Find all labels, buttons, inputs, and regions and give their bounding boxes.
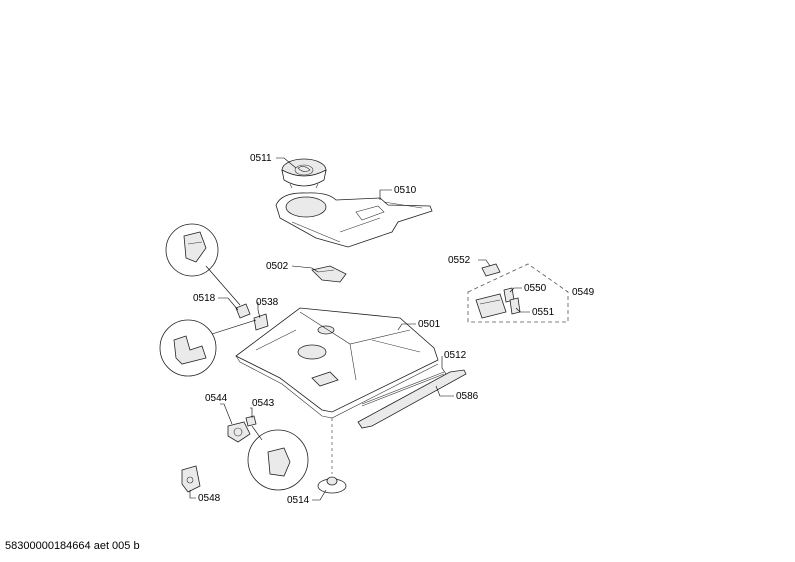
document-id: 58300000184664 aet 005 b xyxy=(5,540,140,552)
motor-part[interactable] xyxy=(227,415,257,443)
rail-part[interactable] xyxy=(357,369,467,429)
part-label-0549: 0549 xyxy=(572,287,595,298)
detail-circle-left xyxy=(159,319,257,377)
bottom-panel-part[interactable] xyxy=(235,307,439,419)
part-label-0501: 0501 xyxy=(418,319,441,330)
small-bracket-part[interactable] xyxy=(311,265,347,283)
part-label-0510: 0510 xyxy=(394,185,417,196)
detail-circle-top xyxy=(165,223,241,306)
leader-lines xyxy=(189,157,530,501)
foot-disc-part[interactable] xyxy=(317,476,347,494)
part-label-0514: 0514 xyxy=(287,495,310,506)
sensor-group[interactable] xyxy=(467,263,569,323)
part-label-0543: 0543 xyxy=(252,398,275,409)
part-label-0538: 0538 xyxy=(256,297,279,308)
part-label-0502: 0502 xyxy=(266,261,289,272)
part-label-0586: 0586 xyxy=(456,391,479,402)
part-label-0548: 0548 xyxy=(198,493,221,504)
part-label-0512: 0512 xyxy=(444,350,467,361)
detail-circle-bottom xyxy=(247,425,309,491)
part-label-0551: 0551 xyxy=(532,307,555,318)
bracket-part[interactable] xyxy=(181,465,201,493)
switch-part[interactable] xyxy=(235,303,269,331)
fan-cover-part[interactable] xyxy=(281,158,327,189)
air-duct-part[interactable] xyxy=(275,192,433,248)
part-label-0511: 0511 xyxy=(250,153,272,164)
part-label-0552: 0552 xyxy=(448,255,471,266)
part-label-0518: 0518 xyxy=(193,293,216,304)
part-label-0550: 0550 xyxy=(524,283,547,294)
part-label-0544: 0544 xyxy=(205,393,228,404)
